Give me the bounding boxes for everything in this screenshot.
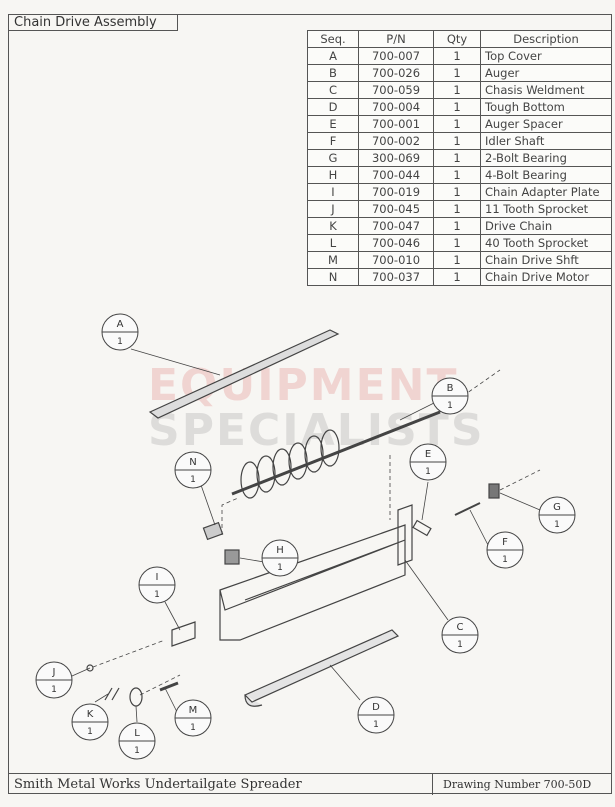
callout-N: N1: [174, 451, 212, 489]
part-11-tooth-sprocket: [86, 664, 94, 672]
callout-qty: 1: [154, 590, 160, 600]
part-4-bolt-bearing: [224, 549, 240, 565]
callout-qty: 1: [51, 685, 57, 695]
part-auger-spacer: [412, 519, 432, 537]
callout-qty: 1: [425, 467, 431, 477]
cell-pn: 700-026: [358, 64, 434, 82]
cell-description: Drive Chain: [480, 217, 612, 235]
callout-qty: 1: [554, 520, 560, 530]
cell-pn: 700-059: [358, 81, 434, 99]
callout-qty: 1: [373, 720, 379, 730]
cell-description: 2-Bolt Bearing: [480, 149, 612, 167]
part-drive-chain: [104, 687, 113, 701]
callout-letter: J: [52, 667, 56, 678]
part-chassis-weldment: [219, 504, 413, 641]
cell-description: Tough Bottom: [480, 98, 612, 116]
cell-description: 40 Tooth Sprocket: [480, 234, 612, 252]
part-motor: [202, 521, 224, 541]
callout-letter: L: [134, 728, 140, 739]
callout-letter: N: [189, 457, 196, 468]
callout-K: K1: [71, 703, 109, 741]
callout-E: E1: [409, 443, 447, 481]
part-trough-bottom: [243, 629, 400, 707]
callout-H: H1: [261, 539, 299, 577]
title-block: Smith Metal Works Undertailgate Spreader…: [8, 773, 612, 795]
part-auger: [231, 410, 441, 499]
callout-qty: 1: [190, 723, 196, 733]
callout-C: C1: [441, 616, 479, 654]
callout-D: D1: [357, 696, 395, 734]
cell-pn: 700-007: [358, 47, 434, 65]
cell-description: Chain Drive Motor: [480, 268, 612, 286]
callout-qty: 1: [87, 727, 93, 737]
callout-I: I1: [138, 566, 176, 604]
callout-letter: I: [156, 572, 159, 583]
cell-description: Chasis Weldment: [480, 81, 612, 99]
callout-letter: B: [447, 383, 454, 394]
cell-pn: 700-001: [358, 115, 434, 133]
callout-M: M1: [174, 699, 212, 737]
callout-qty: 1: [117, 337, 123, 347]
callout-J: J1: [35, 661, 73, 699]
part-chain-drive-shaft: [159, 681, 179, 692]
cell-description: 4-Bolt Bearing: [480, 166, 612, 184]
callout-qty: 1: [447, 401, 453, 411]
callout-qty: 1: [134, 746, 140, 756]
header-description: Description: [480, 30, 612, 48]
part-40-tooth-sprocket: [129, 687, 143, 707]
cell-description: Chain Drive Shft: [480, 251, 612, 269]
callout-A: A1: [101, 313, 139, 351]
callout-letter: A: [117, 319, 124, 330]
watermark-logo: EQUIPMENT: [148, 360, 459, 411]
callout-L: L1: [118, 722, 156, 760]
callout-qty: 1: [502, 555, 508, 565]
cell-pn: 700-045: [358, 200, 434, 218]
callout-letter: C: [457, 622, 464, 633]
cell-pn: 700-046: [358, 234, 434, 252]
drawing-frame: [8, 14, 612, 794]
callout-letter: H: [276, 545, 284, 556]
callout-G: G1: [538, 496, 576, 534]
callout-letter: M: [189, 705, 198, 716]
part-idler-shaft: [454, 502, 481, 516]
cell-pn: 700-037: [358, 268, 434, 286]
footer-drawing-number: Drawing Number 700-50D: [432, 774, 591, 795]
callout-F: F1: [486, 531, 524, 569]
callout-letter: K: [87, 709, 94, 720]
callout-qty: 1: [190, 475, 196, 485]
part-top-cover: [148, 329, 340, 419]
page-title: Chain Drive Assembly: [8, 14, 178, 31]
part-chain-adapter-plate: [171, 621, 196, 647]
callout-qty: 1: [457, 640, 463, 650]
callout-qty: 1: [277, 563, 283, 573]
callout-letter: F: [502, 537, 508, 548]
callout-letter: E: [425, 449, 431, 460]
footer-company: Smith Metal Works Undertailgate Spreader: [14, 777, 302, 792]
callout-letter: D: [372, 702, 380, 713]
callout-letter: G: [553, 502, 561, 513]
cell-pn: 700-002: [358, 132, 434, 150]
part-2-bolt-bearing: [488, 483, 500, 499]
cell-seq: N: [307, 268, 359, 286]
callout-B: B1: [431, 377, 469, 415]
cell-description: Chain Adapter Plate: [480, 183, 612, 201]
